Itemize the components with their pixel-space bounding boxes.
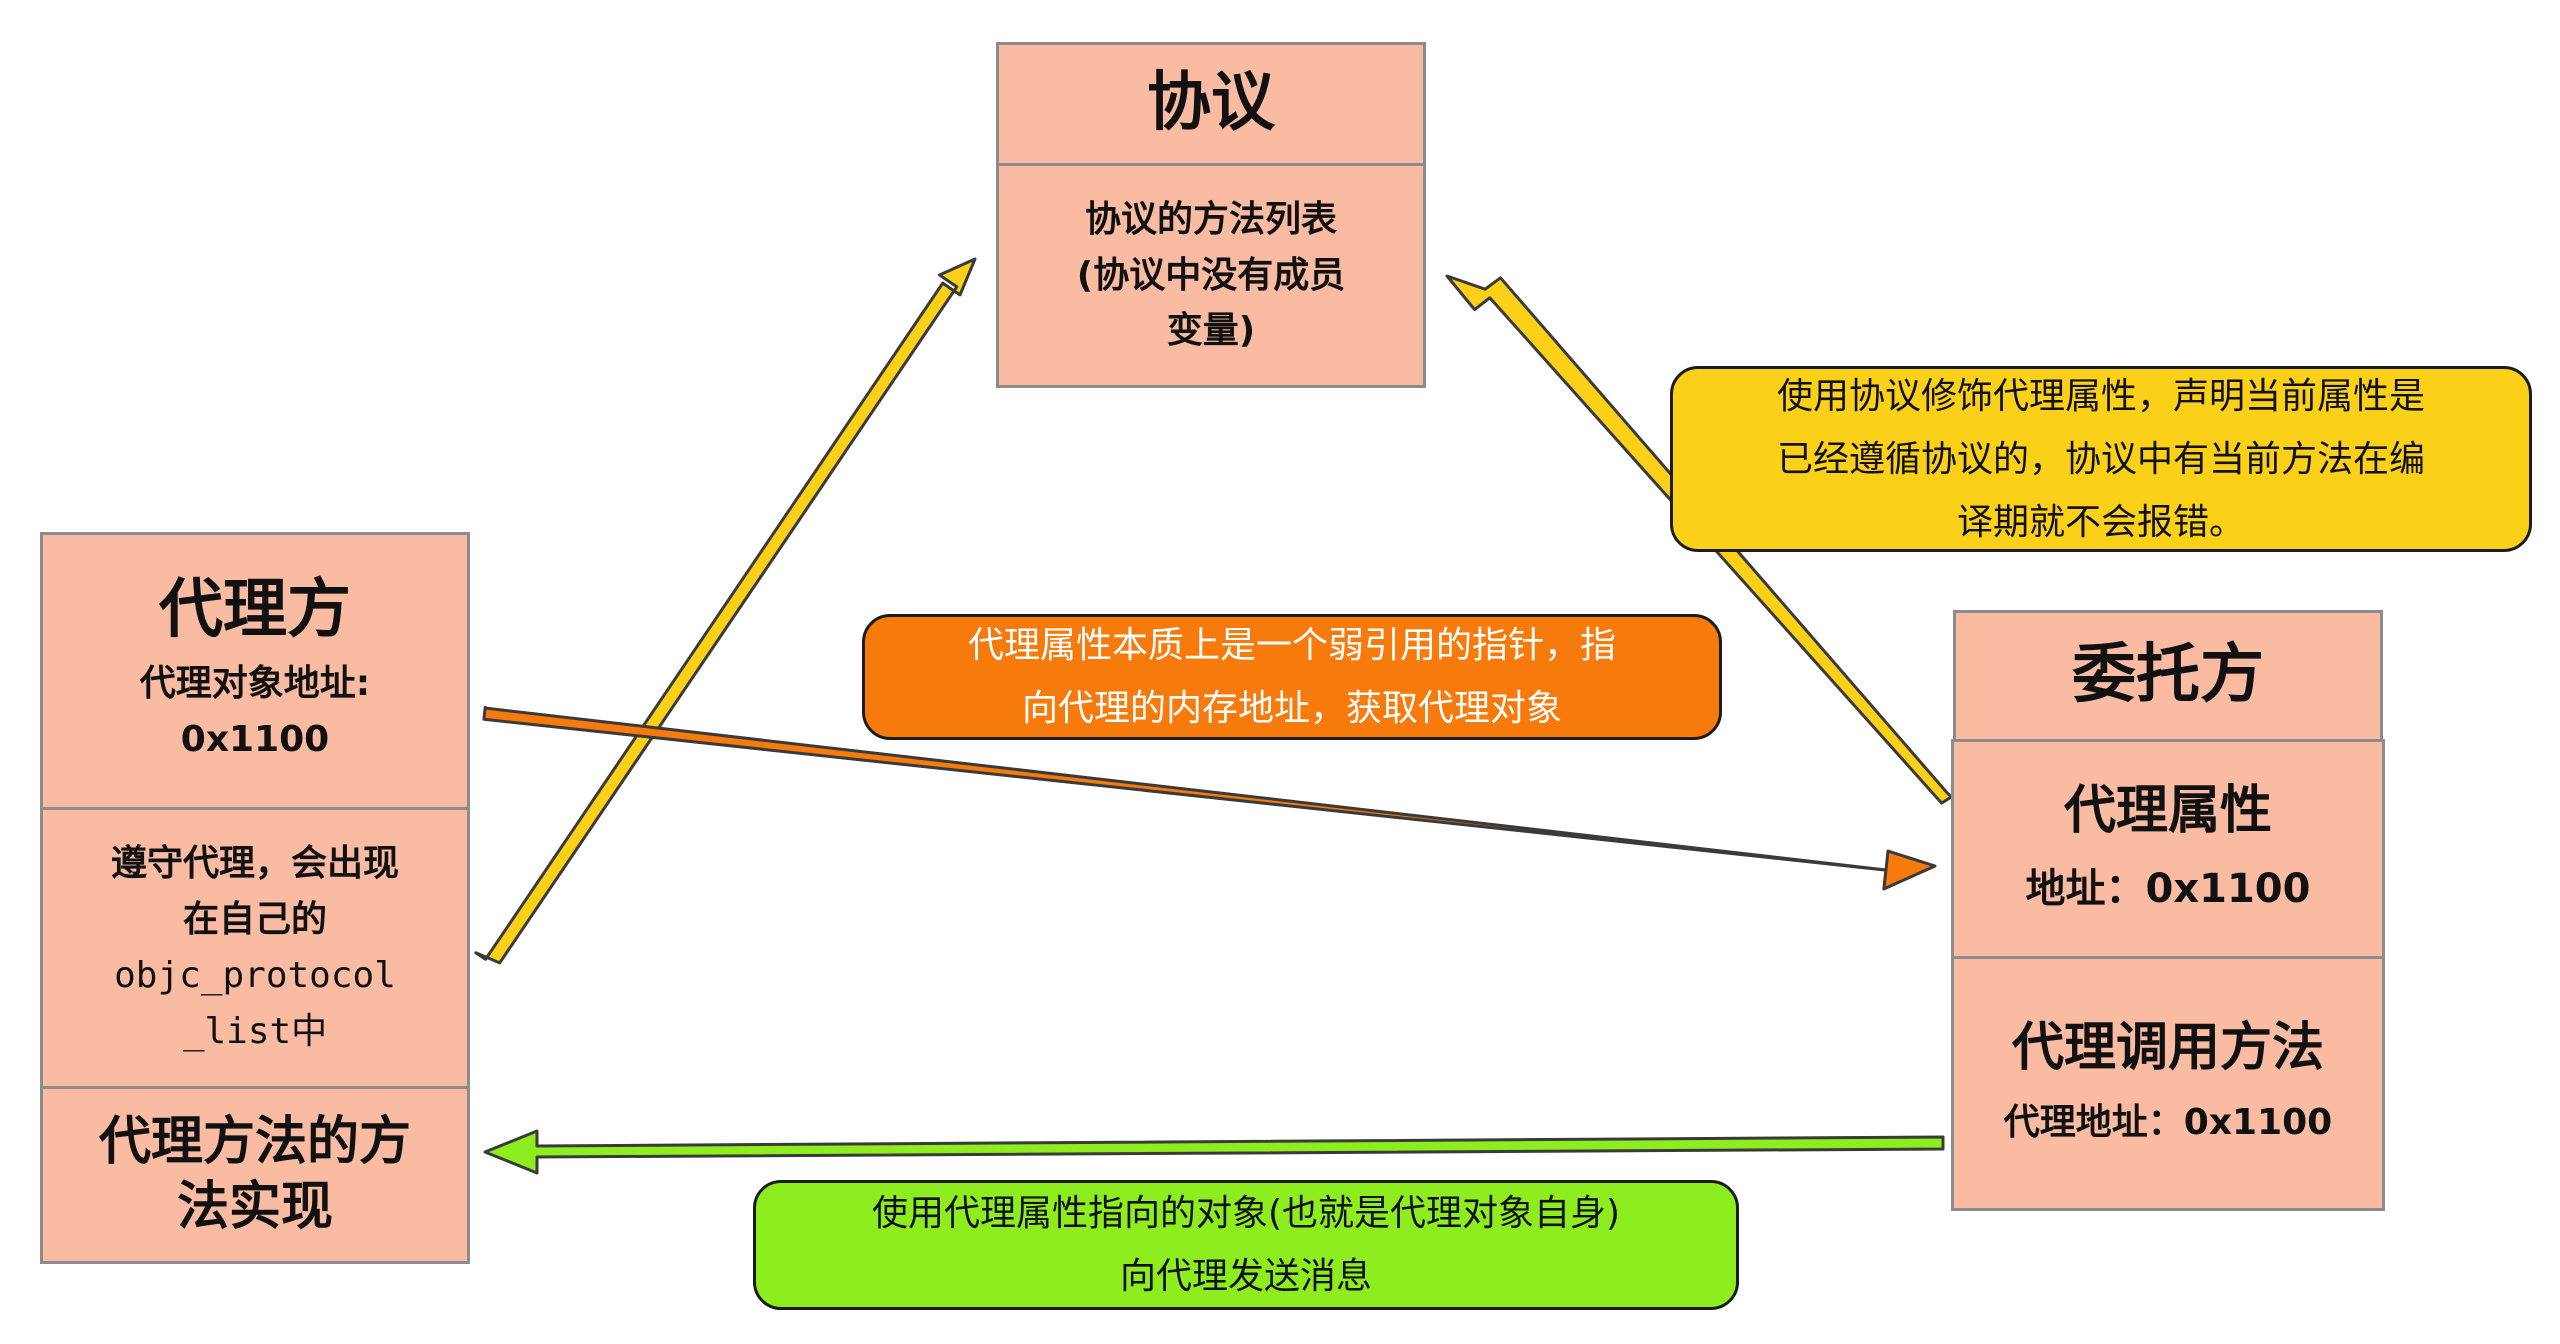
delegator-title-box: 委托方	[1953, 610, 2383, 742]
note-green-line-1: 使用代理属性指向的对象(也就是代理对象自身)	[871, 1193, 1621, 1234]
proxy-conform-code-line-1: objc_protocol	[114, 955, 396, 996]
delegator-property-addr: 地址：0x1100	[2025, 865, 2311, 912]
protocol-methods-box: 协议的方法列表 (协议中没有成员 变量)	[996, 163, 1426, 388]
proxy-conform-line-1: 遵守代理，会出现	[110, 843, 399, 885]
proxy-addr-line-1: 代理对象地址:	[139, 663, 371, 704]
proxy-conform-box: 遵守代理，会出现 在自己的 objc_protocol _list中	[40, 807, 470, 1089]
delegator-invoke-title: 代理调用方法	[2011, 1018, 2324, 1079]
protocol-desc-line-3: 变量)	[1166, 310, 1256, 352]
proxy-impl-line-2: 法实现	[176, 1177, 333, 1237]
delegator-title: 委托方	[2072, 638, 2264, 713]
protocol-title: 协议	[1147, 66, 1275, 141]
proxy-impl-box: 代理方法的方 法实现	[40, 1086, 470, 1264]
proxy-title: 代理方	[159, 573, 351, 648]
delegator-property-box: 代理属性 地址：0x1100	[1951, 739, 2385, 959]
note-orange-line-2: 向代理的内存地址，获取代理对象	[1021, 688, 1562, 729]
protocol-desc-line-1: 协议的方法列表	[1084, 198, 1337, 240]
note-yellow-line-1: 使用协议修饰代理属性，声明当前属性是	[1776, 375, 2425, 417]
protocol-title-box: 协议	[996, 42, 1426, 166]
note-yellow-line-2: 已经遵循协议的，协议中有当前方法在编	[1776, 438, 2425, 480]
delegator-invoke-addr: 代理地址：0x1100	[2003, 1102, 2333, 1144]
note-orange-line-1: 代理属性本质上是一个弱引用的指针，指	[967, 625, 1616, 666]
arrow-invoke-to-impl	[483, 1129, 1945, 1175]
delegator-property-title: 代理属性	[2063, 780, 2272, 841]
proxy-conform-code-line-2: _list中	[182, 1010, 328, 1052]
proxy-addr-line-2: 0x1100	[180, 718, 330, 760]
arrow-delegator-to-protocol	[1445, 274, 1953, 805]
note-yellow-line-3: 译期就不会报错。	[1956, 501, 2245, 543]
arrow-proxy-to-property	[482, 705, 1937, 891]
proxy-conform-line-2: 在自己的	[182, 899, 327, 941]
note-yellow: 使用协议修饰代理属性，声明当前属性是 已经遵循协议的，协议中有当前方法在编 译期…	[1670, 366, 2532, 552]
arrow-proxy-to-protocol	[474, 257, 977, 965]
note-orange: 代理属性本质上是一个弱引用的指针，指 向代理的内存地址，获取代理对象	[862, 614, 1722, 740]
proxy-impl-line-1: 代理方法的方	[98, 1112, 411, 1172]
proxy-header-box: 代理方 代理对象地址: 0x1100	[40, 532, 470, 810]
delegator-invoke-box: 代理调用方法 代理地址：0x1100	[1951, 956, 2385, 1211]
protocol-desc-line-2: (协议中没有成员	[1076, 254, 1346, 296]
note-green-line-2: 向代理发送消息	[1119, 1256, 1372, 1297]
note-green: 使用代理属性指向的对象(也就是代理对象自身) 向代理发送消息	[753, 1180, 1739, 1310]
